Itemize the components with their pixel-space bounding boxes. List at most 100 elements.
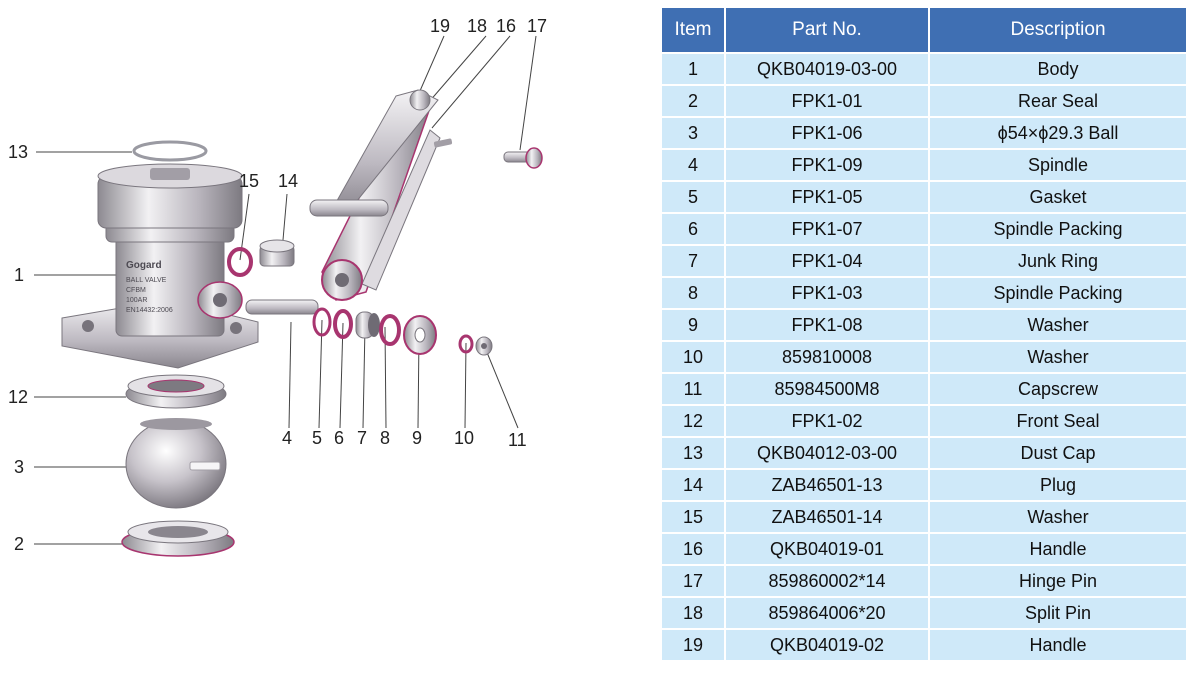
cell-part-no: 859864006*20 — [724, 596, 930, 630]
cell-item: 12 — [660, 404, 726, 438]
handle-assembly — [309, 89, 453, 301]
cell-part-no: FPK1-03 — [724, 276, 930, 310]
cell-part-no: 85984500M8 — [724, 372, 930, 406]
cell-part-no: FPK1-01 — [724, 84, 930, 118]
cell-description: Front Seal — [928, 404, 1188, 438]
callout-1: 1 — [14, 265, 24, 285]
cell-item: 16 — [660, 532, 726, 566]
cell-description: Plug — [928, 468, 1188, 502]
rear-seal-2 — [121, 520, 235, 557]
spindle — [245, 299, 319, 315]
plug-14 — [259, 239, 295, 267]
cell-item: 11 — [660, 372, 726, 406]
table-header-row: Item Part No. Description — [660, 6, 1188, 54]
cell-item: 9 — [660, 308, 726, 342]
callout-11: 11 — [508, 430, 527, 450]
hinge-pin-17 — [503, 147, 543, 169]
cell-description: Washer — [928, 340, 1188, 374]
cell-part-no: FPK1-07 — [724, 212, 930, 246]
ball-3 — [125, 418, 227, 509]
cell-part-no: 859810008 — [724, 340, 930, 374]
cell-part-no: QKB04019-02 — [724, 628, 930, 662]
valve-body: Gogard BALL VALVE CFBM 100AR EN14432:200… — [61, 163, 259, 369]
cell-item: 13 — [660, 436, 726, 470]
gasket-5 — [312, 307, 332, 337]
cell-part-no: QKB04019-01 — [724, 532, 930, 566]
cell-description: Spindle Packing — [928, 212, 1188, 246]
callout-9: 9 — [412, 428, 422, 448]
callout-8: 8 — [380, 428, 390, 448]
spindle-packing-8 — [379, 314, 401, 346]
callout-13: 13 — [8, 142, 28, 162]
callout-17: 17 — [527, 16, 547, 36]
cell-part-no: 859860002*14 — [724, 564, 930, 598]
logo-text: Gogard — [126, 260, 162, 271]
cell-item: 15 — [660, 500, 726, 534]
cell-item: 2 — [660, 84, 726, 118]
callout-7: 7 — [357, 428, 367, 448]
cell-description: Washer — [928, 500, 1188, 534]
washer-15 — [227, 247, 253, 277]
cell-description: Washer — [928, 308, 1188, 342]
cell-description: Split Pin — [928, 596, 1188, 630]
header-item: Item — [660, 6, 726, 54]
callout-16: 16 — [496, 16, 516, 36]
cell-item: 6 — [660, 212, 726, 246]
cell-description: Dust Cap — [928, 436, 1188, 470]
callout-15: 15 — [239, 171, 259, 191]
cell-description: Junk Ring — [928, 244, 1188, 278]
cell-item: 3 — [660, 116, 726, 150]
cell-part-no: FPK1-02 — [724, 404, 930, 438]
leader-lines — [34, 35, 537, 545]
cell-description: Gasket — [928, 180, 1188, 214]
cell-item: 14 — [660, 468, 726, 502]
callout-18: 18 — [467, 16, 487, 36]
plate-line-3: 100AR — [126, 297, 147, 304]
cell-item: 19 — [660, 628, 726, 662]
cell-description: Handle — [928, 532, 1188, 566]
front-seal-12 — [125, 374, 227, 409]
cell-part-no: FPK1-05 — [724, 180, 930, 214]
cell-part-no: QKB04012-03-00 — [724, 436, 930, 470]
cell-item: 17 — [660, 564, 726, 598]
callout-2: 2 — [14, 534, 24, 554]
callout-12: 12 — [8, 387, 28, 407]
callout-6: 6 — [334, 428, 344, 448]
cell-part-no: FPK1-09 — [724, 148, 930, 182]
spindle-packing-6 — [333, 309, 353, 339]
callout-5: 5 — [312, 428, 322, 448]
cell-description: Spindle Packing — [928, 276, 1188, 310]
capscrew-11 — [475, 336, 493, 356]
cell-item: 7 — [660, 244, 726, 278]
cell-description: Hinge Pin — [928, 564, 1188, 598]
cell-description: Spindle — [928, 148, 1188, 182]
plate-line-1: BALL VALVE — [126, 277, 167, 284]
callout-4: 4 — [282, 428, 292, 448]
cell-description: Handle — [928, 628, 1188, 662]
cell-part-no: FPK1-08 — [724, 308, 930, 342]
cell-part-no: QKB04019-03-00 — [724, 52, 930, 86]
plate-line-4: EN14432:2006 — [126, 307, 173, 314]
cell-item: 10 — [660, 340, 726, 374]
cell-item: 4 — [660, 148, 726, 182]
cell-item: 8 — [660, 276, 726, 310]
callout-3: 3 — [14, 457, 24, 477]
cell-part-no: FPK1-04 — [724, 244, 930, 278]
